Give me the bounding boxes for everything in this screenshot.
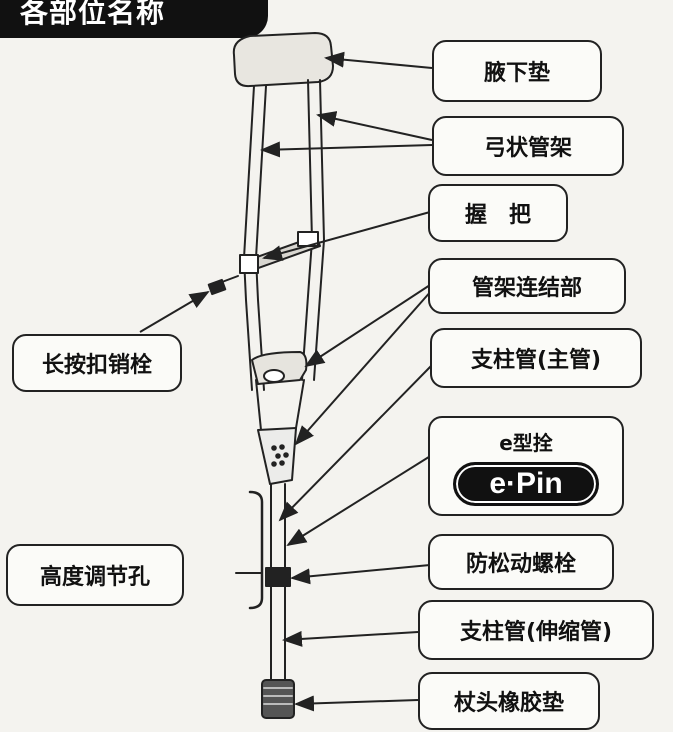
height-holes-bracket bbox=[248, 490, 264, 610]
arrow-bow-frame-1 bbox=[316, 111, 433, 141]
epin-logo: e·Pin bbox=[453, 461, 599, 506]
bow-frame-left bbox=[243, 85, 255, 259]
arrow-bow-frame-2 bbox=[260, 141, 433, 158]
arrow-frame-joint-1 bbox=[304, 284, 431, 368]
epin-title: e型拴 bbox=[499, 430, 553, 455]
label-underarm-pad: 腋下垫 bbox=[432, 40, 602, 102]
rubber-tip-ridges bbox=[263, 687, 293, 705]
rubber-tip-shape bbox=[261, 679, 295, 719]
arrow-handgrip bbox=[262, 211, 431, 261]
arrow-frame-joint-2 bbox=[294, 289, 433, 446]
crutch-illustration bbox=[207, 32, 334, 719]
label-rubber-tip: 杖头橡胶垫 bbox=[418, 672, 600, 730]
label-push-pin: 长按扣销栓 bbox=[12, 334, 182, 392]
bow-frame-right-inner bbox=[313, 79, 325, 381]
joint-knob bbox=[263, 369, 285, 383]
left-lower-frame bbox=[243, 257, 253, 391]
arrow-underarm-pad bbox=[324, 51, 433, 69]
label-bow-frame: 弓状管架 bbox=[432, 116, 624, 176]
page-title: 各部位名称 bbox=[0, 0, 268, 38]
arrow-anti-loose-bolt bbox=[290, 564, 431, 585]
label-extension-tube: 支柱管(伸缩管) bbox=[418, 600, 654, 660]
arrow-rubber-tip bbox=[294, 695, 419, 712]
label-handgrip: 握 把 bbox=[428, 184, 568, 242]
arrow-extension-tube bbox=[282, 630, 419, 647]
bow-frame-right bbox=[301, 79, 313, 381]
bow-frame-left-inner bbox=[255, 85, 267, 259]
grip-cap-left bbox=[239, 254, 259, 274]
label-main-tube: 支柱管(主管) bbox=[430, 328, 642, 388]
label-height-holes: 高度调节孔 bbox=[6, 544, 184, 606]
arrow-main-tube bbox=[278, 364, 433, 522]
push-pin-shape bbox=[207, 275, 239, 296]
underarm-pad-shape bbox=[232, 32, 334, 88]
label-epin: e型拴 e·Pin bbox=[428, 416, 624, 516]
label-frame-joint: 管架连结部 bbox=[428, 258, 626, 314]
anti-loose-bolt-shape bbox=[265, 567, 291, 587]
arrow-epin bbox=[286, 454, 433, 547]
leader-arrows bbox=[139, 51, 433, 712]
label-anti-loose-bolt: 防松动螺栓 bbox=[428, 534, 614, 590]
arrow-push-pin bbox=[139, 290, 210, 333]
